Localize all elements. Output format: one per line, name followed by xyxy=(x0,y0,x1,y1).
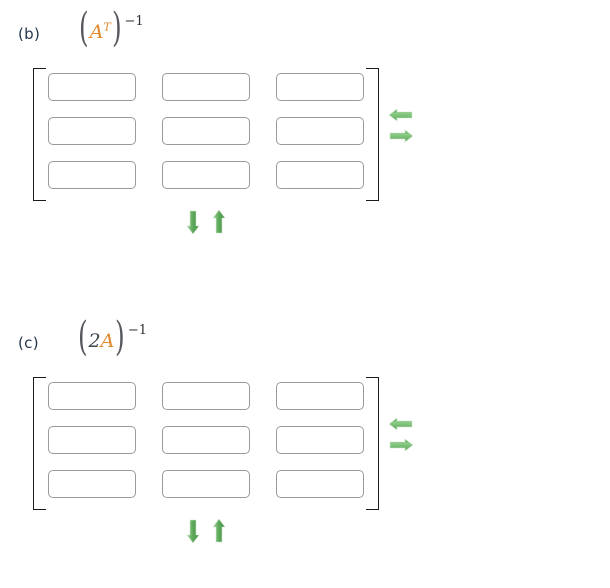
part-c-expression: ( 2A ) −1 xyxy=(75,317,148,357)
matrix-cell-r3c2[interactable] xyxy=(162,161,250,189)
matrix-cell-r2c3[interactable] xyxy=(276,426,364,454)
arrow-up-icon xyxy=(212,519,226,543)
close-paren: ) xyxy=(111,5,122,51)
matrix-cell-r1c1[interactable] xyxy=(48,73,136,101)
inverse-exponent: −1 xyxy=(124,14,144,29)
remove-row-button[interactable] xyxy=(186,519,200,543)
column-control-arrows xyxy=(389,108,413,143)
part-c-letter: (c) xyxy=(18,334,39,352)
arrow-right-icon xyxy=(389,438,413,452)
part-b-expression: ( AT ) −1 xyxy=(76,8,144,48)
matrix-cell-r1c2[interactable] xyxy=(162,382,250,410)
add-row-button[interactable] xyxy=(212,210,226,234)
remove-row-button[interactable] xyxy=(186,210,200,234)
matrix-bracket-left xyxy=(33,68,46,201)
matrix-cell-r3c3[interactable] xyxy=(276,470,364,498)
matrix-cell-r3c1[interactable] xyxy=(48,161,136,189)
remove-column-button[interactable] xyxy=(389,417,413,431)
matrix-cell-r2c3[interactable] xyxy=(276,117,364,145)
matrix-cell-r1c1[interactable] xyxy=(48,382,136,410)
matrix-bracket-right xyxy=(366,68,379,201)
arrow-down-icon xyxy=(186,519,200,543)
variable-a: A xyxy=(89,21,104,43)
remove-column-button[interactable] xyxy=(389,108,413,122)
matrix-cell-r3c1[interactable] xyxy=(48,470,136,498)
inverse-exponent: −1 xyxy=(127,323,148,338)
transpose-superscript: T xyxy=(103,20,111,34)
part-c-label-row: (c) ( 2A ) −1 xyxy=(0,317,610,369)
open-paren: ( xyxy=(77,314,88,360)
matrix-grid xyxy=(48,73,364,189)
matrix-bracket-right xyxy=(366,377,379,510)
problem-part-c: (c) ( 2A ) −1 xyxy=(0,317,610,554)
coefficient: 2 xyxy=(88,330,101,352)
matrix-cell-r2c1[interactable] xyxy=(48,426,136,454)
matrix-cell-r2c2[interactable] xyxy=(162,426,250,454)
open-paren: ( xyxy=(79,5,89,51)
arrow-up-icon xyxy=(212,210,226,234)
part-b-letter: (b) xyxy=(18,25,41,43)
variable-a: A xyxy=(100,330,115,352)
arrow-left-icon xyxy=(389,417,413,431)
row-control-arrows xyxy=(186,210,226,234)
matrix-cell-r3c2[interactable] xyxy=(162,470,250,498)
add-row-button[interactable] xyxy=(212,519,226,543)
add-column-button[interactable] xyxy=(389,438,413,452)
matrix-grid xyxy=(48,382,364,498)
problem-part-b: (b) ( AT ) −1 xyxy=(0,8,610,245)
column-control-arrows xyxy=(389,417,413,452)
expression-base: 2A xyxy=(88,330,114,352)
add-column-button[interactable] xyxy=(389,129,413,143)
part-b-label-row: (b) ( AT ) −1 xyxy=(0,8,610,60)
matrix-cell-r1c3[interactable] xyxy=(276,73,364,101)
matrix-cell-r1c3[interactable] xyxy=(276,382,364,410)
matrix-cell-r3c3[interactable] xyxy=(276,161,364,189)
close-paren: ) xyxy=(115,314,125,360)
matrix-cell-r2c2[interactable] xyxy=(162,117,250,145)
part-b-matrix-area xyxy=(0,60,610,245)
expression-base: AT xyxy=(90,21,111,43)
matrix-bracket-left xyxy=(33,377,46,510)
matrix-cell-r1c2[interactable] xyxy=(162,73,250,101)
part-c-matrix-area xyxy=(0,369,610,554)
arrow-down-icon xyxy=(186,210,200,234)
arrow-left-icon xyxy=(389,108,413,122)
arrow-right-icon xyxy=(389,129,413,143)
matrix-cell-r2c1[interactable] xyxy=(48,117,136,145)
row-control-arrows xyxy=(186,519,226,543)
